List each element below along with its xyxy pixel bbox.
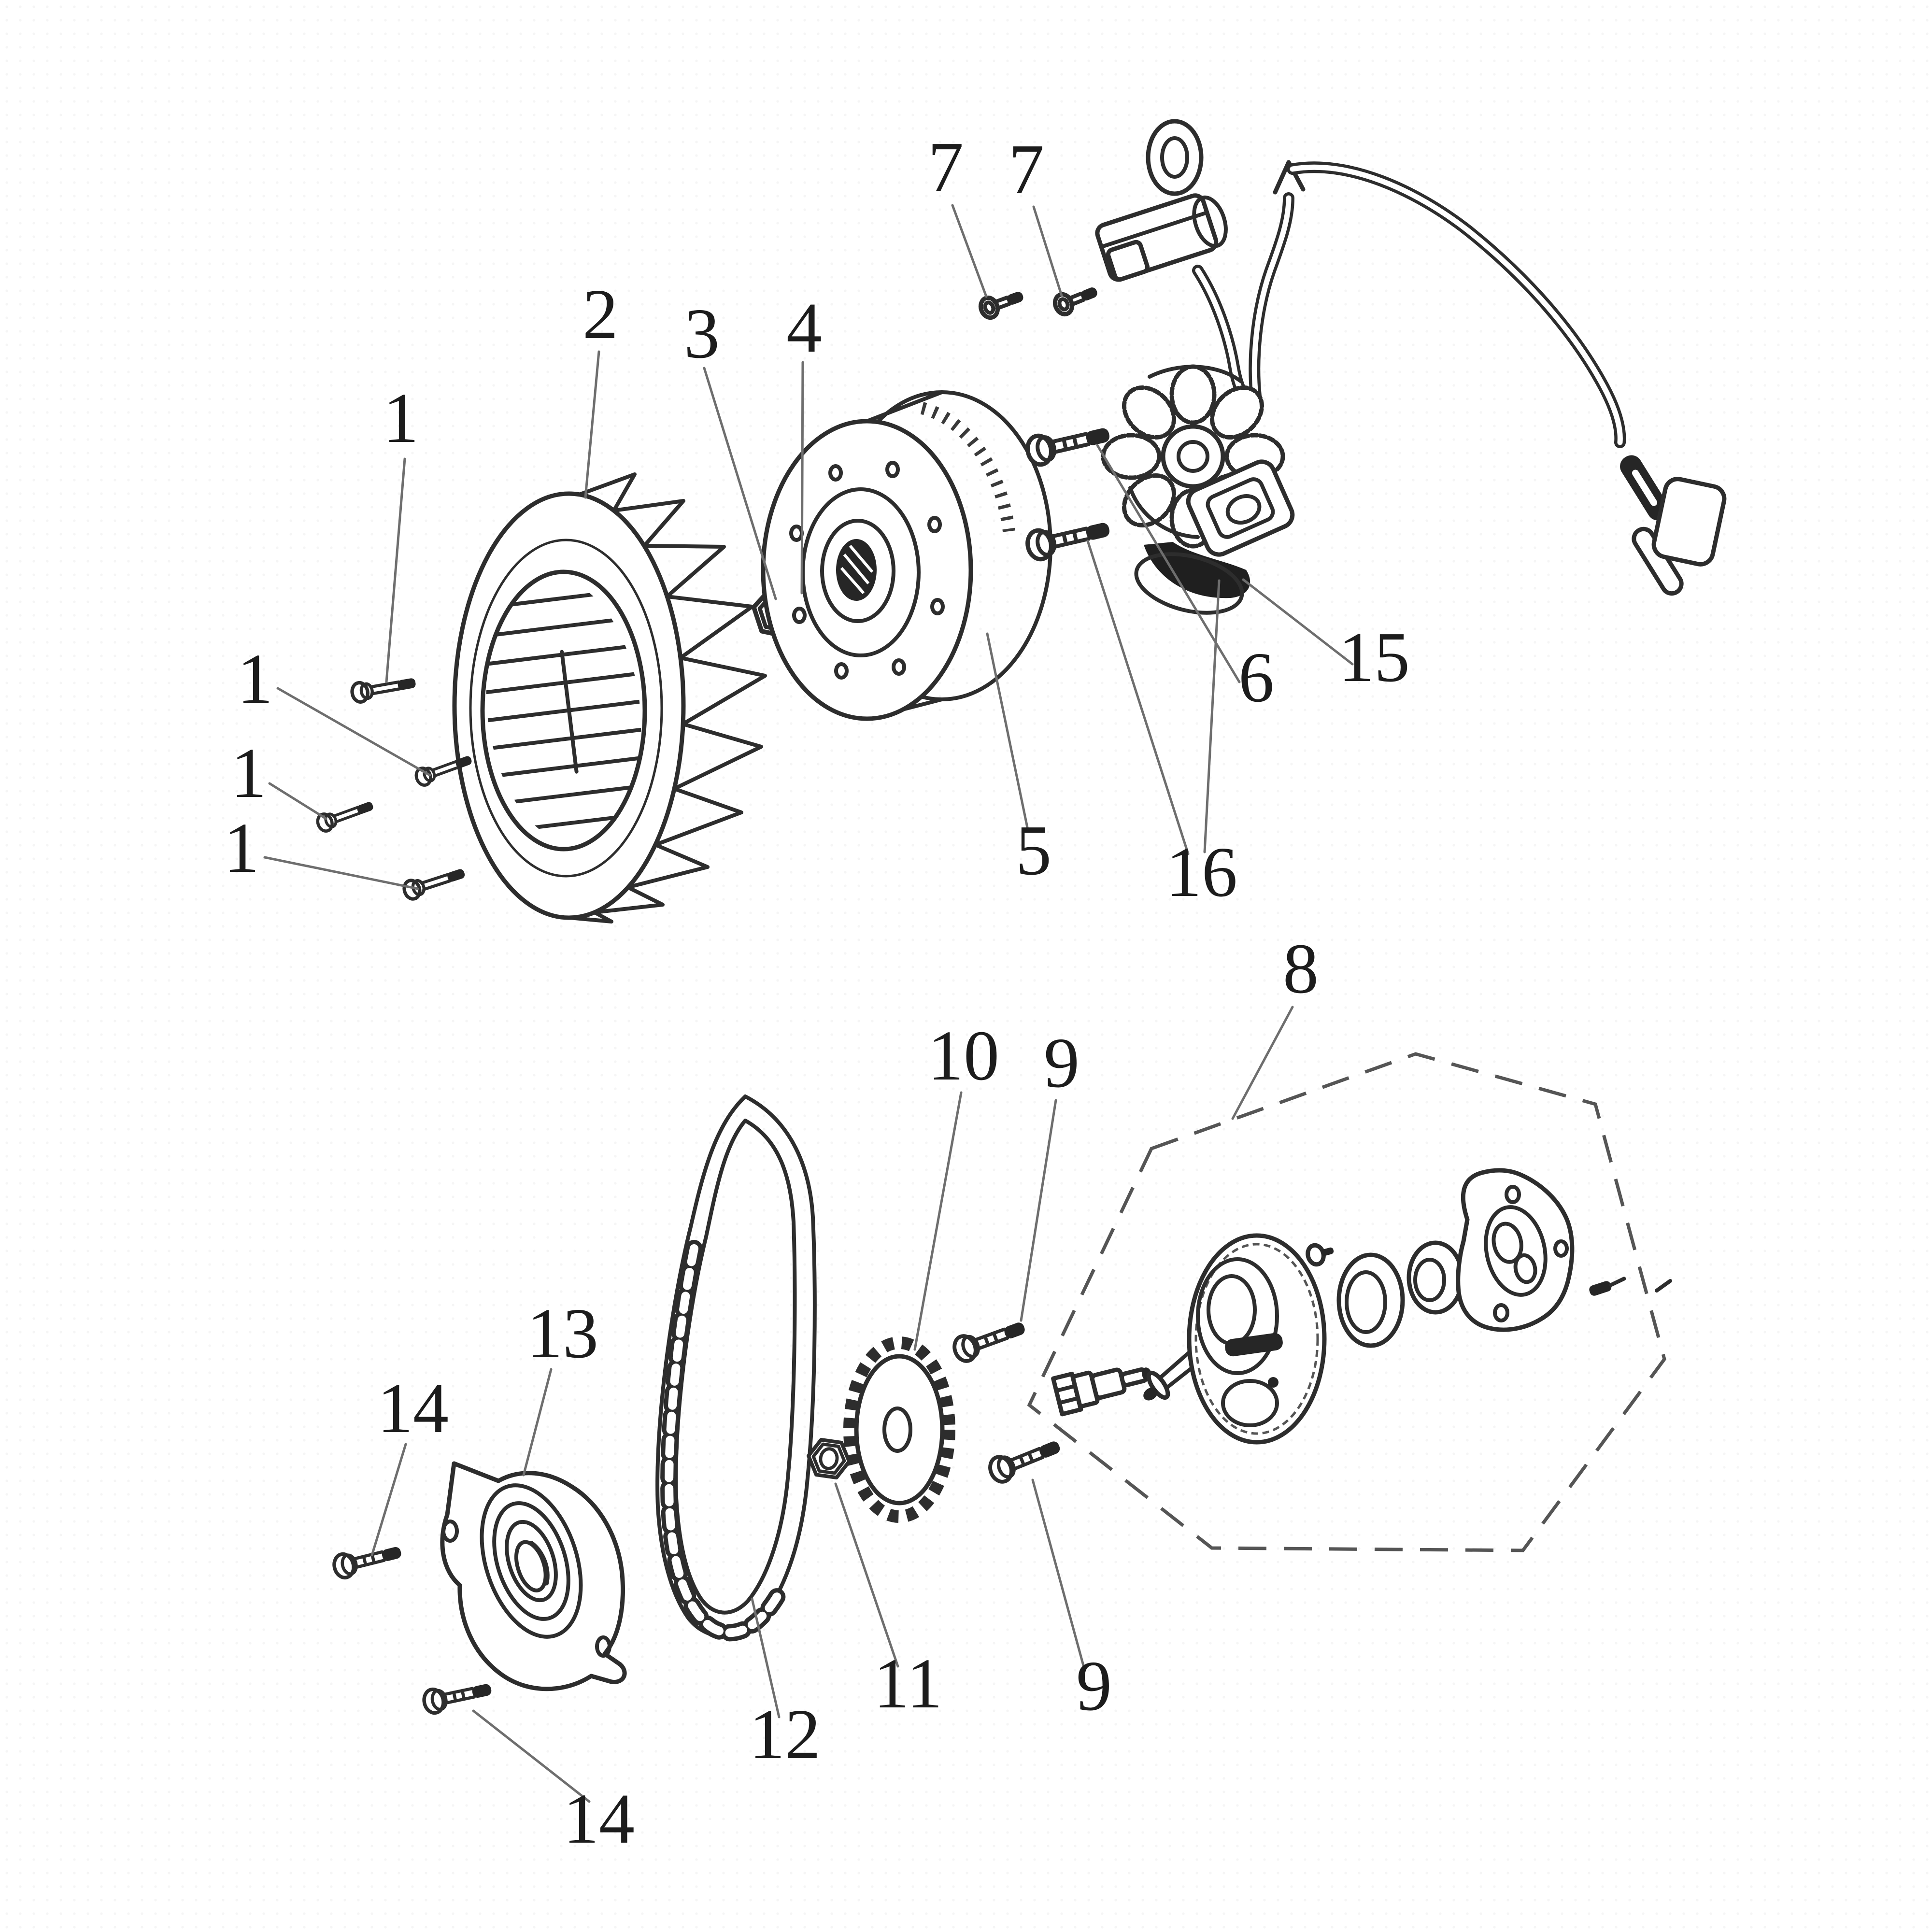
fan-louvers <box>471 586 656 836</box>
stator-bolt-6b <box>1025 514 1112 561</box>
rotor-hub <box>820 519 895 623</box>
fan-bolt-1a <box>351 673 417 703</box>
callout-labels: 1 1 1 1 2 3 4 5 6 7 7 8 9 9 10 11 12 13 … <box>224 128 1410 1859</box>
oil-pump-drive-fitting <box>1051 1367 1152 1417</box>
callout-7a: 7 <box>928 128 964 207</box>
oil-pump-screw <box>1306 1243 1334 1267</box>
callout-6: 6 <box>1238 638 1274 717</box>
flywheel-fan <box>452 472 767 923</box>
callout-7b: 7 <box>1009 130 1044 209</box>
callout-9b: 9 <box>1076 1647 1112 1726</box>
rotor-face-holes <box>789 461 945 680</box>
oil-pump-seal-ring <box>1336 1252 1405 1348</box>
callout-13: 13 <box>527 1294 598 1373</box>
callout-15: 15 <box>1338 618 1410 697</box>
magneto-rotor <box>761 390 1052 721</box>
callout-16: 16 <box>1166 833 1237 912</box>
callout-12: 12 <box>749 1695 821 1774</box>
callout-2: 2 <box>582 275 618 354</box>
callout-1a: 1 <box>383 379 419 458</box>
oil-pump-body-cover <box>1456 1168 1575 1332</box>
pump-bolt-9b <box>987 1434 1064 1485</box>
plate-bolt-14b <box>422 1677 494 1715</box>
callout-1b: 1 <box>237 639 273 719</box>
fan-bolt-1c <box>315 797 376 833</box>
pump-screw-tick <box>1655 1279 1672 1293</box>
oil-pump-inner-rotor <box>1406 1240 1464 1315</box>
stator-bolt-6a <box>1025 420 1112 467</box>
fan-bolt-1d <box>402 864 467 901</box>
oil-pump-cover-screw <box>1589 1277 1626 1296</box>
callout-10: 10 <box>928 1016 999 1095</box>
callout-4: 4 <box>786 288 822 368</box>
ignition-coil-block <box>1186 459 1295 557</box>
pickup-coil-assembly <box>1095 119 1228 282</box>
callout-1c: 1 <box>231 734 267 813</box>
callout-1d: 1 <box>224 809 259 888</box>
leader-lines <box>263 204 1354 1803</box>
cam-sprocket <box>843 1336 955 1523</box>
cam-chain <box>655 1094 817 1642</box>
pump-bolt-9a <box>951 1315 1028 1364</box>
harness-connectors <box>1620 455 1727 596</box>
stator-base <box>1134 542 1250 615</box>
callout-14b: 14 <box>563 1779 635 1859</box>
pump-cover-plate <box>440 1461 627 1691</box>
callout-8: 8 <box>1283 929 1319 1009</box>
callout-5: 5 <box>1016 811 1051 890</box>
callout-3: 3 <box>684 294 720 373</box>
rotor-spline-hatch <box>840 545 874 594</box>
callout-11: 11 <box>874 1644 943 1723</box>
harness-fold <box>1273 160 1306 195</box>
rotor-rim-hatching <box>920 402 1015 532</box>
oil-pump-rotor-disc <box>1143 1233 1327 1445</box>
fan-rim-inner-edge <box>469 539 663 878</box>
plate-bolt-14a <box>332 1540 404 1580</box>
callout-9a: 9 <box>1044 1023 1080 1103</box>
stator-wire-harness <box>1249 160 1626 448</box>
pump-kit-boundary <box>1027 1052 1666 1552</box>
callout-14a: 14 <box>377 1369 449 1448</box>
